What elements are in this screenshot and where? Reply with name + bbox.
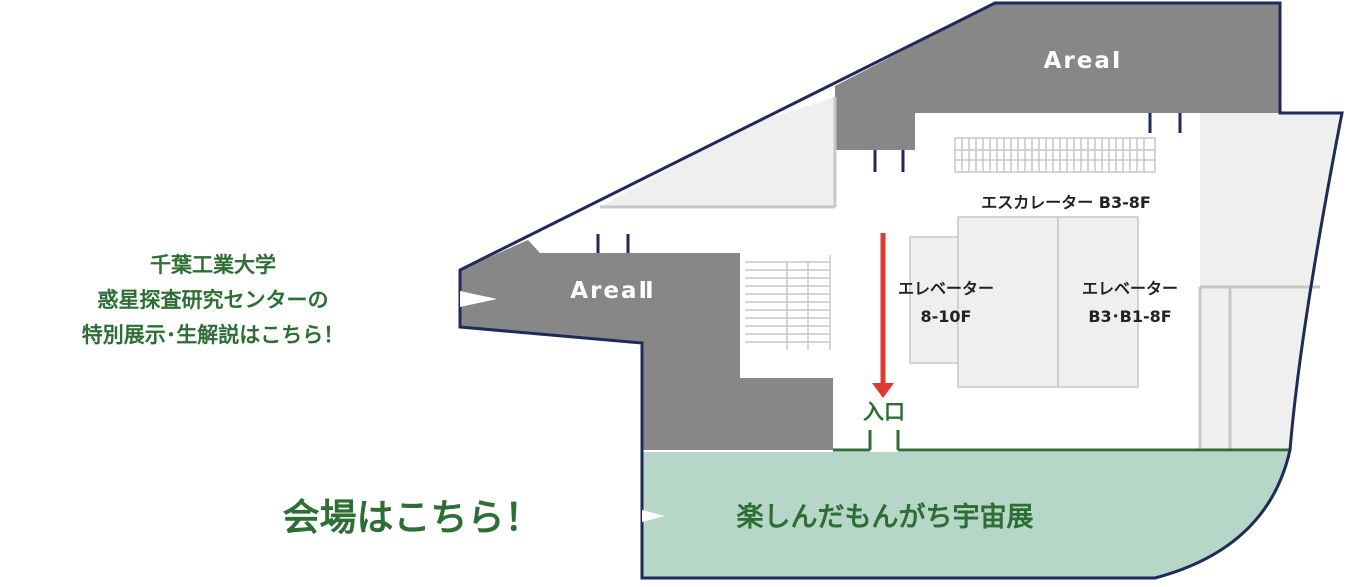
elevator-label-line1: エレベーター xyxy=(1082,279,1178,298)
escalator xyxy=(954,137,1156,173)
building-border xyxy=(458,1,1344,580)
door-ticks xyxy=(596,113,1182,253)
exhibition-zone[interactable] xyxy=(643,452,1289,577)
elevator-8-10f xyxy=(957,216,1059,388)
area-one-label: AreaⅠ xyxy=(1044,48,1123,74)
down-arrow-icon xyxy=(872,233,894,398)
left-wing-zone xyxy=(600,97,835,207)
area-one-block xyxy=(835,3,1280,205)
planetary-callout-line: 特別展示･生解説はこちら！ xyxy=(82,323,345,347)
elevator-label-line1: エレベーター xyxy=(898,279,994,298)
elevator-label-line2: 8-10F xyxy=(921,307,972,326)
planetary-callout-line: 惑星探査研究センターの xyxy=(98,288,329,312)
escalator-label: エスカレーター B3-8F xyxy=(981,193,1151,212)
right-wing-zone xyxy=(1200,113,1342,450)
entrance-label: 入口 xyxy=(863,400,905,424)
area-two-label: AreaⅡ xyxy=(570,278,655,304)
elevator-lobby xyxy=(909,236,961,364)
entrance-wall xyxy=(833,430,1289,452)
triangle-pointer-icon xyxy=(460,291,497,307)
elevator-b3-b1-8f xyxy=(1057,216,1139,388)
venue-callout: 会場はこちら！ xyxy=(283,496,542,539)
triangle-pointer-icon xyxy=(642,510,665,522)
elevator-label-line2: B3･B1-8F xyxy=(1088,307,1171,326)
planetary-callout-line: 千葉工業大学 xyxy=(150,253,276,277)
area-two-block xyxy=(460,240,833,450)
inner-walls xyxy=(600,97,1320,450)
exhibition-label[interactable]: 楽しんだもんがち宇宙展 xyxy=(737,501,1034,533)
staircase xyxy=(745,255,831,350)
